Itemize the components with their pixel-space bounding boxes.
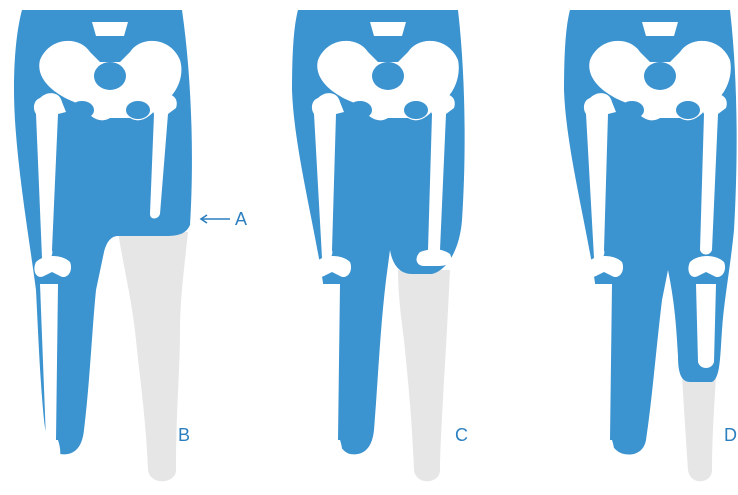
left-foot [30,440,60,486]
figure-b [0,0,250,495]
arrow-left-icon [196,212,236,226]
residual-tibia [696,284,716,368]
label-c: C [455,425,468,446]
left-foot [312,440,342,486]
phantom-leg [682,376,716,481]
label-d: D [724,425,737,446]
phantom-leg [398,270,450,481]
label-a: A [235,209,247,230]
figure-c [270,0,520,495]
figure-d [540,0,738,495]
left-tibia [594,284,612,440]
disarticulated-knee-end [417,249,452,266]
label-b: B [178,425,190,446]
left-foot [584,440,614,486]
left-tibia [322,284,340,440]
label-a-arrow [196,212,236,226]
